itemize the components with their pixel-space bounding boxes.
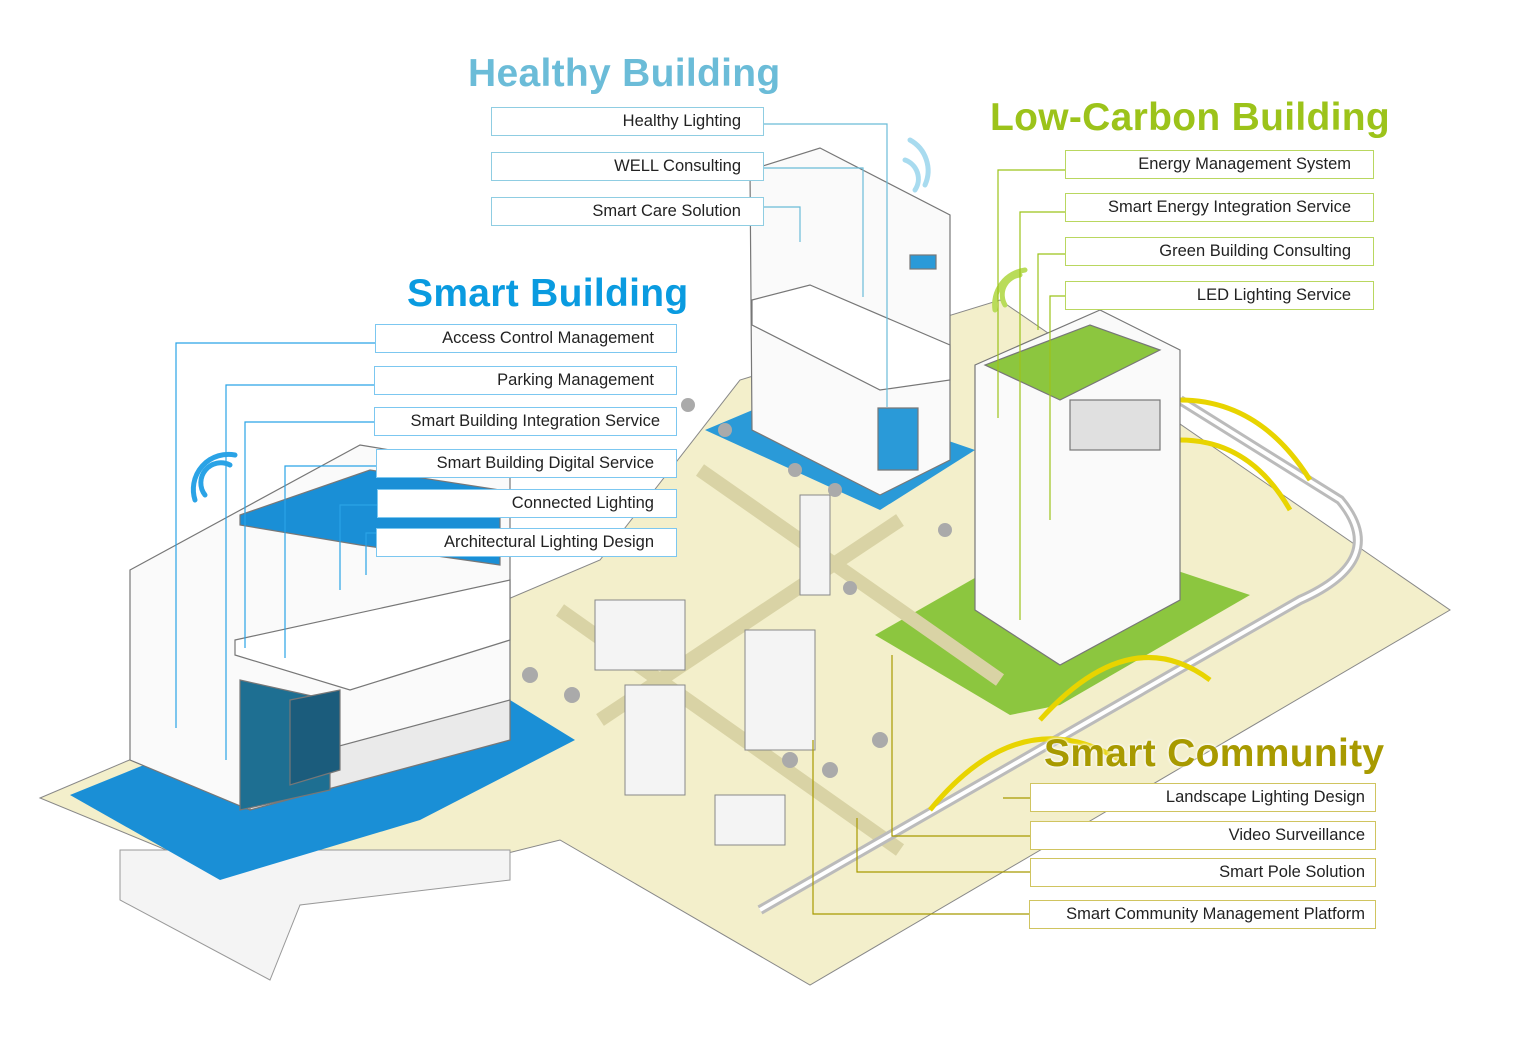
label-well-consulting: WELL Consulting bbox=[491, 152, 764, 181]
label-healthy-lighting: Healthy Lighting bbox=[491, 107, 764, 136]
label-video-surveillance: Video Surveillance bbox=[1030, 821, 1376, 850]
smart-community-title: Smart Community bbox=[1044, 732, 1385, 775]
label-energy-management-system: Energy Management System bbox=[1065, 150, 1374, 179]
label-landscape-lighting: Landscape Lighting Design bbox=[1030, 783, 1376, 812]
label-connected-lighting: Connected Lighting bbox=[377, 489, 677, 518]
healthy-building-title: Healthy Building bbox=[468, 52, 781, 95]
leader-lines bbox=[175, 123, 1065, 915]
trees bbox=[522, 398, 952, 778]
bridge-arches bbox=[928, 397, 1313, 812]
underground-parking bbox=[119, 849, 511, 981]
label-led-lighting-service: LED Lighting Service bbox=[1065, 281, 1374, 310]
low-carbon-building-title: Low-Carbon Building bbox=[990, 96, 1390, 139]
label-smart-care-solution: Smart Care Solution bbox=[491, 197, 764, 226]
city-buildings bbox=[594, 494, 831, 846]
label-smart-building-digital: Smart Building Digital Service bbox=[376, 449, 677, 478]
label-community-management-platform: Smart Community Management Platform bbox=[1029, 900, 1376, 929]
label-green-building-consulting: Green Building Consulting bbox=[1065, 237, 1374, 266]
label-smart-energy-integration: Smart Energy Integration Service bbox=[1065, 193, 1374, 222]
label-architectural-lighting: Architectural Lighting Design bbox=[376, 528, 677, 557]
low-carbon-building bbox=[974, 309, 1181, 666]
smart-building-title: Smart Building bbox=[407, 272, 689, 315]
label-smart-building-integration: Smart Building Integration Service bbox=[374, 407, 677, 436]
label-access-control: Access Control Management bbox=[375, 324, 677, 353]
label-parking-management: Parking Management bbox=[374, 366, 677, 395]
healthy-building bbox=[749, 147, 951, 496]
label-smart-pole-solution: Smart Pole Solution bbox=[1030, 858, 1376, 887]
wifi-icon bbox=[190, 137, 1028, 503]
